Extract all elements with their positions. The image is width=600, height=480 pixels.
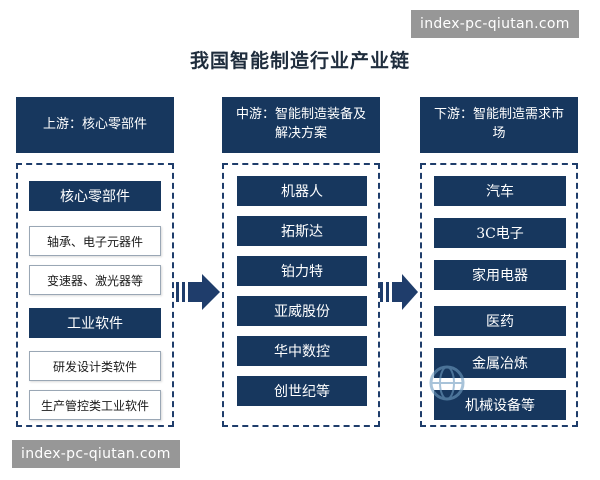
watermark-top-right: index-pc-qiutan.com [411,10,579,38]
midstream-item: 铂力特 [237,256,367,286]
upstream-category-core-parts: 核心零部件 [29,181,161,211]
upstream-category-software: 工业软件 [29,308,161,338]
downstream-item: 3C电子 [434,218,566,248]
midstream-item: 拓斯达 [237,216,367,246]
upstream-item-rd-software: 研发设计类软件 [29,351,161,381]
midstream-item: 机器人 [237,176,367,206]
upstream-panel [16,163,174,427]
upstream-header: 上游：核心零部件 [16,97,174,153]
arrow-right-icon [380,274,418,310]
upstream-item-transmissions: 变速器、激光器等 [29,265,161,295]
watermark-bottom-left: index-pc-qiutan.com [12,440,180,468]
logo-watermark [425,360,593,406]
downstream-item: 汽车 [434,176,566,206]
page-title: 我国智能制造行业产业链 [189,50,410,72]
downstream-item: 医药 [434,306,566,336]
midstream-item: 创世纪等 [237,376,367,406]
upstream-item-bearings: 轴承、电子元器件 [29,226,161,256]
downstream-item: 家用电器 [434,260,566,290]
midstream-header: 中游：智能制造装备及解决方案 [222,97,380,153]
upstream-item-production-software: 生产管控类工业软件 [29,390,161,420]
downstream-panel [420,163,578,427]
globe-icon [429,365,465,401]
midstream-item: 亚威股份 [237,296,367,326]
midstream-panel [222,163,380,427]
downstream-header: 下游：智能制造需求市场 [420,97,578,153]
downstream-item: 金属冶炼 [434,348,566,378]
midstream-item: 华中数控 [237,336,367,366]
arrow-right-icon [176,274,220,310]
